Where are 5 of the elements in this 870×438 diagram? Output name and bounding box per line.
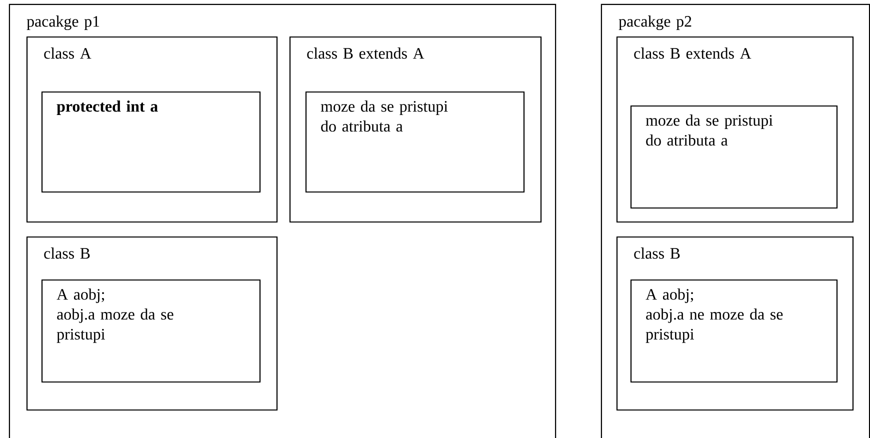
member-box: moze da se pristupi do atributa a [305,91,525,193]
member-box: protected int a [41,91,261,193]
member-box: A aobj; aobj.a ne moze da se pristupi [630,279,838,383]
member-box: moze da se pristupi do atributa a [630,105,838,209]
member-box: A aobj; aobj.a moze da se pristupi [41,279,261,383]
